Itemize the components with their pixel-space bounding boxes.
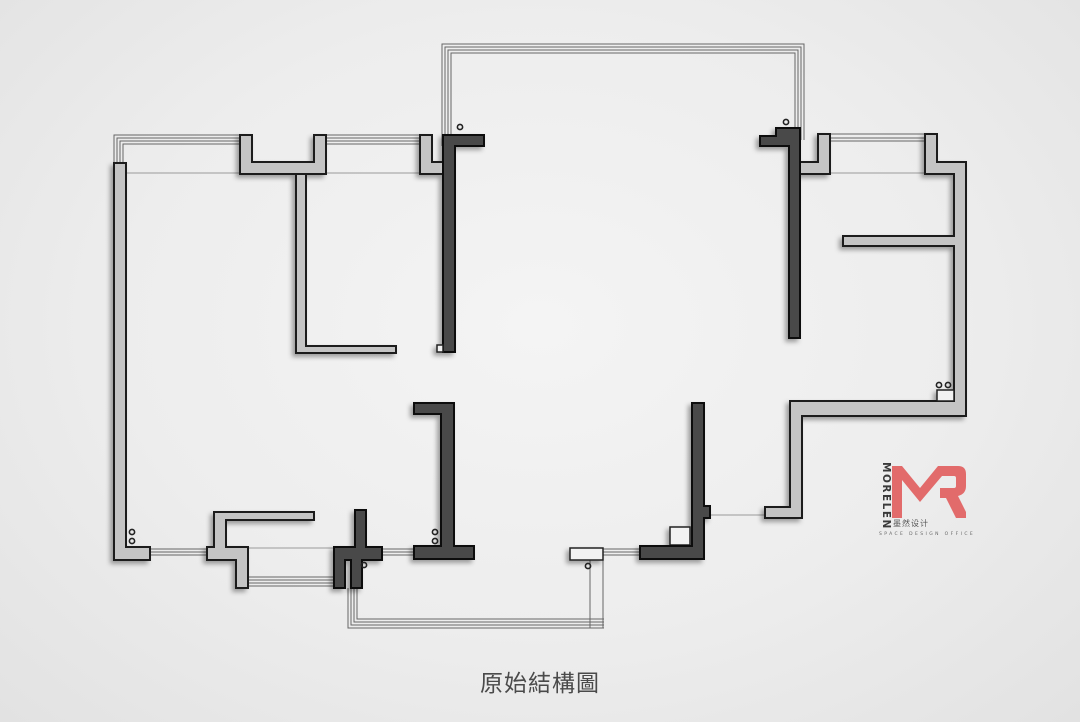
wall-structural-bottom [333, 509, 383, 589]
wall-structural-right [759, 127, 801, 339]
wall-bay-left [239, 134, 327, 175]
fixture-box [436, 344, 444, 353]
brand-logo: MORELEN 墨然设计 SPACE DESIGN OFFICE [876, 460, 976, 540]
mr-mark-icon [892, 466, 966, 518]
fixture-box [569, 547, 604, 561]
fixture-box [936, 389, 955, 402]
pipe-markers [128, 118, 952, 570]
wall-bay-small-left [419, 134, 444, 175]
bottom-windows [150, 514, 765, 629]
top-right-window [830, 133, 925, 174]
wall-left-outer [113, 162, 151, 561]
wall-structural-left [442, 134, 485, 353]
diagram-caption: 原始結構圖 [480, 671, 600, 697]
wall-bedroom-partition [295, 173, 397, 354]
wall-bottom-left-bay [206, 511, 315, 589]
fixture-box [669, 526, 691, 546]
wall-structural-center-left [413, 402, 475, 560]
wall-structural-center-right [639, 402, 711, 560]
brand-vertical-text: MORELEN [880, 462, 892, 530]
brand-chinese-name: 墨然设计 [893, 519, 929, 528]
wall-right-outer [764, 133, 967, 519]
brand-tagline: SPACE DESIGN OFFICE [879, 532, 976, 537]
top-balcony-railing [441, 43, 805, 146]
